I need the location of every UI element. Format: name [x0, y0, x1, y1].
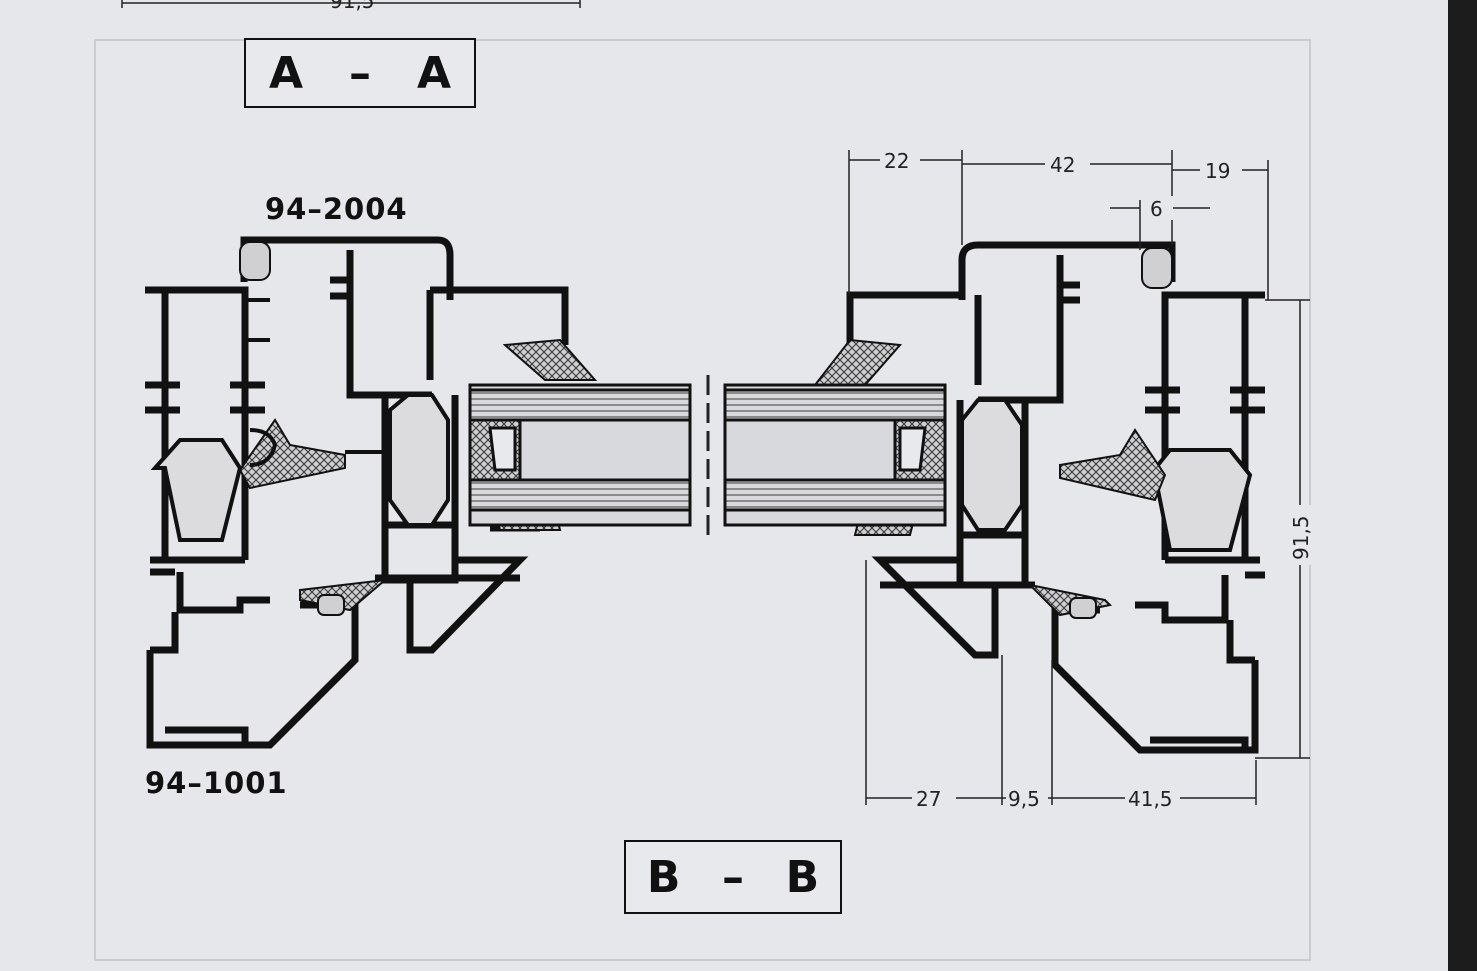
- section-b-dash: –: [721, 851, 744, 903]
- dim-22: 22: [884, 149, 909, 173]
- profile-label-94-1001: 94–1001: [145, 766, 288, 800]
- section-b-left: B: [646, 851, 681, 903]
- dim-41-5: 41,5: [1128, 787, 1173, 811]
- section-b-right: B: [785, 851, 820, 903]
- dim-27: 27: [916, 787, 941, 811]
- dim-19: 19: [1205, 159, 1230, 183]
- profile-b-b: [846, 241, 1265, 754]
- section-a-dash: –: [348, 47, 371, 99]
- sheet-frame: [94, 39, 1311, 961]
- section-label-b-b: B – B: [624, 840, 842, 914]
- dimension-top-cut: [121, 0, 581, 8]
- dim-91-5-vertical: 91,5: [1289, 515, 1313, 560]
- thermal-break-right: [960, 398, 1253, 552]
- profile-label-94-2004: 94–2004: [265, 192, 408, 226]
- thermal-break-left: [150, 393, 450, 542]
- glass-pane-left: [468, 383, 692, 527]
- profile-a-a-details: [245, 298, 385, 467]
- dim-top-cut: 91,5: [330, 0, 375, 13]
- section-a-right: A: [416, 47, 451, 99]
- dim-42: 42: [1050, 153, 1075, 177]
- dim-6: 6: [1150, 197, 1163, 221]
- gasket-hatch-right: [812, 247, 1173, 619]
- glass-pane-right: [723, 383, 947, 527]
- section-label-a-a: A – A: [244, 38, 476, 108]
- dim-9-5: 9,5: [1008, 787, 1040, 811]
- section-a-left: A: [268, 47, 304, 99]
